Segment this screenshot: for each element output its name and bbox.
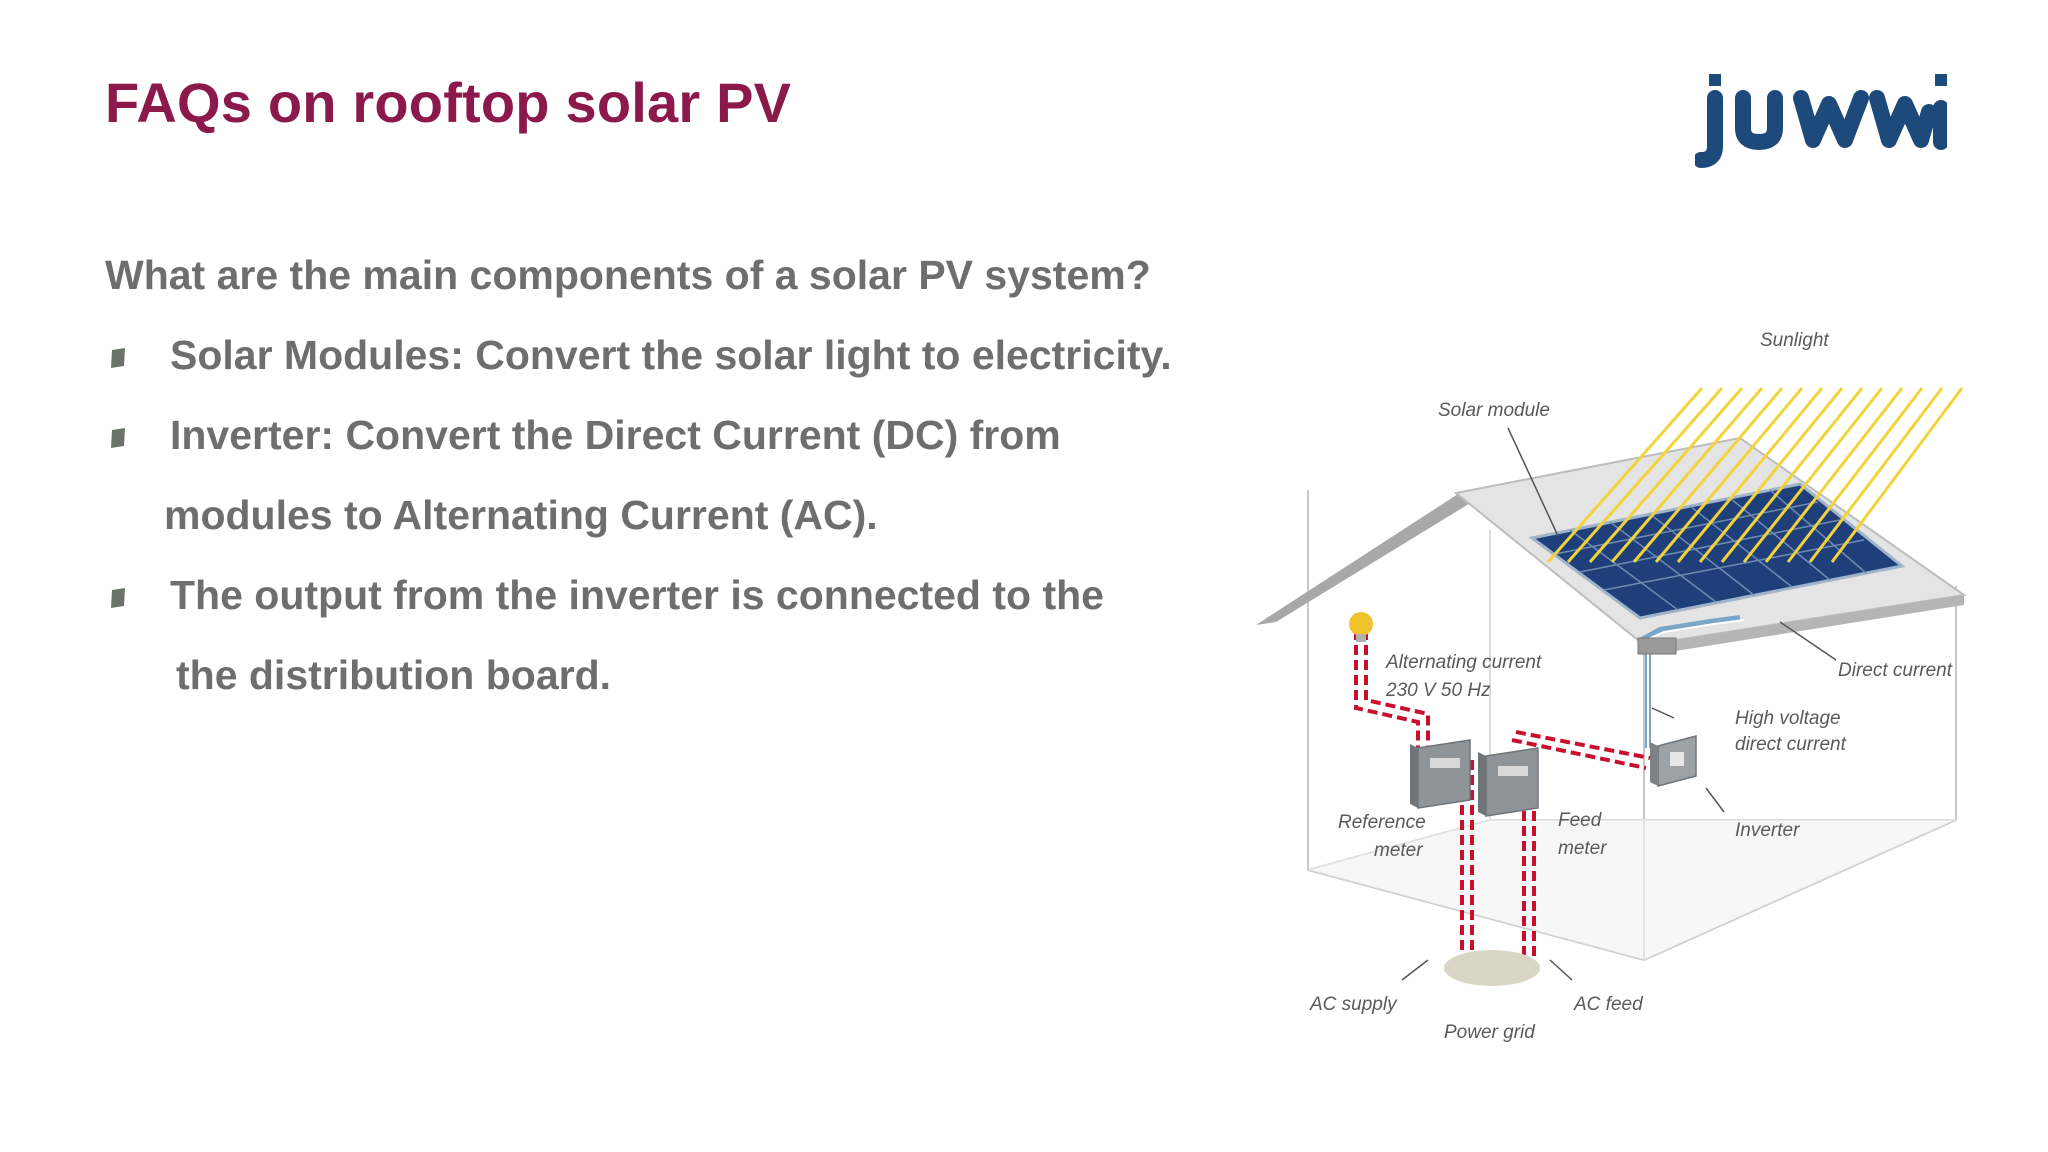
bullet-icon [111, 428, 125, 448]
label-feed-meter-2: meter [1558, 838, 1607, 859]
label-inverter: Inverter [1735, 820, 1800, 841]
dc-wiring [1637, 615, 1745, 748]
label-hv-dc-2: direct current [1735, 734, 1847, 755]
bullet-3-line-1: The output from the inverter is connecte… [170, 572, 1104, 618]
label-sunlight: Sunlight [1760, 330, 1829, 351]
label-reference-meter-1: Reference [1338, 812, 1426, 833]
label-feed-meter-1: Feed [1558, 810, 1603, 831]
label-ac-feed: AC feed [1573, 994, 1644, 1015]
power-grid-base [1444, 950, 1540, 986]
slide-title: FAQs on rooftop solar PV [105, 71, 792, 134]
label-reference-meter-2: meter [1374, 840, 1423, 861]
bullet-icon [111, 588, 125, 608]
label-solar-module: Solar module [1438, 400, 1550, 421]
bullet-1-line-1: Solar Modules: Convert the solar light t… [170, 332, 1172, 378]
label-ac-supply: AC supply [1309, 994, 1398, 1015]
bullet-3-line-2: the distribution board. [176, 652, 612, 698]
inverter-box [1650, 735, 1697, 787]
feed-meter [1478, 747, 1539, 817]
reference-meter [1410, 739, 1471, 809]
solar-pv-house-diagram: Sunlight Solar module Direct current Hig… [1256, 330, 1967, 1043]
question-text: What are the main components of a solar … [105, 252, 1151, 298]
sunlight-rays [1546, 387, 1964, 563]
juwi-logo [1695, 74, 1947, 168]
label-direct-current: Direct current [1838, 660, 1953, 681]
label-ac-1: Alternating current [1385, 652, 1542, 673]
label-power-grid: Power grid [1444, 1022, 1536, 1043]
bullet-icon [111, 348, 125, 368]
light-bulb-icon [1349, 612, 1373, 642]
solar-module-panel [1528, 482, 1906, 620]
bullet-2-line-1: Inverter: Convert the Direct Current (DC… [170, 412, 1061, 458]
label-ac-2: 230 V 50 Hz [1385, 680, 1491, 701]
bullet-2-line-2: modules to Alternating Current (AC). [164, 492, 878, 538]
label-hv-dc-1: High voltage [1735, 708, 1841, 729]
